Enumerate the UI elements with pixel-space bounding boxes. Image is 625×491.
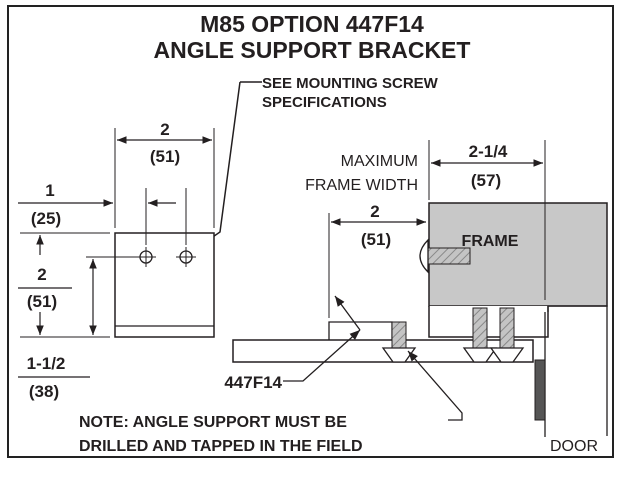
vertical-screw-1-head [381, 347, 417, 363]
vertical-screw-3-head [489, 347, 525, 363]
angle-plate-front [114, 232, 215, 338]
vertical-screw-3-shank [499, 307, 515, 349]
dim-offset-mm: (51) [361, 230, 391, 249]
dim-offset-in: 2 [370, 202, 379, 221]
dim-hole-bottom-in: 1-1/2 [27, 354, 66, 373]
vertical-screw-1-shank [391, 321, 407, 349]
screw-note-line-1: SEE MOUNTING SCREW [262, 75, 439, 92]
dim-height-mm: (51) [27, 292, 57, 311]
screw-note-line-2: SPECIFICATIONS [262, 94, 387, 111]
dim-width-in: 2 [160, 120, 169, 139]
dim-edge-mm: (25) [31, 209, 61, 228]
angle-support-upright [328, 321, 393, 340]
frame-lower-plate [428, 306, 549, 338]
vertical-screw-2-head [462, 347, 498, 363]
dim-width-mm: (51) [150, 147, 180, 166]
door-seal [534, 359, 546, 421]
drawing-border [7, 5, 614, 458]
door-label: DOOR [550, 438, 598, 455]
dim-hole-bottom-mm: (38) [29, 382, 59, 401]
door-outline [547, 305, 608, 436]
part-leader-2 [334, 295, 361, 331]
part-label: 447F14 [224, 373, 282, 392]
title-line-1: M85 OPTION 447F14 [200, 11, 424, 37]
dim-height-in: 2 [37, 265, 46, 284]
max-frame-line-1: MAXIMUM [341, 153, 418, 170]
side-screw-head [419, 238, 429, 274]
screw-leader [193, 81, 241, 251]
note-line-1: NOTE: ANGLE SUPPORT MUST BE [79, 414, 347, 431]
title-line-2: ANGLE SUPPORT BRACKET [154, 37, 471, 63]
note-line-2: DRILLED AND TAPPED IN THE FIELD [79, 438, 363, 455]
dim-frame-in: 2-1/4 [469, 142, 508, 161]
dim-frame-mm: (57) [471, 171, 501, 190]
side-screw-shank [427, 247, 471, 265]
dim-edge-in: 1 [45, 181, 54, 200]
frame-label: FRAME [462, 233, 519, 250]
part-leader [283, 329, 361, 382]
note-leader [407, 350, 463, 421]
vertical-screw-2-shank [472, 307, 488, 349]
angle-support-section [232, 339, 534, 363]
max-frame-line-2: FRAME WIDTH [305, 177, 418, 194]
